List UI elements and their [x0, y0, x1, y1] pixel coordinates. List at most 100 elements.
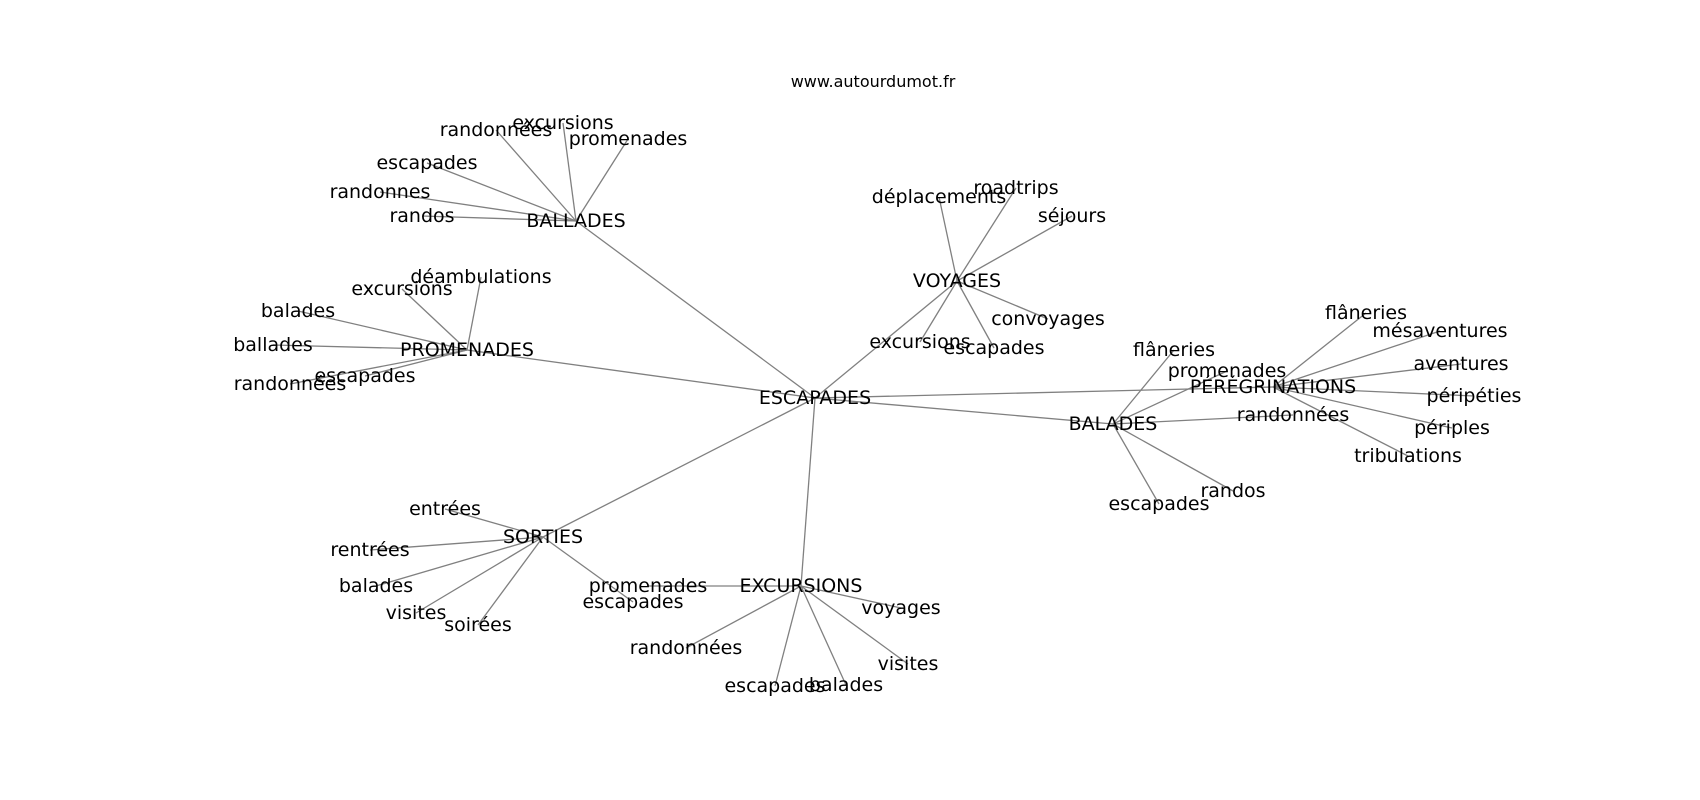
edge-voyages-vo-convoyages [956, 280, 1049, 320]
edge-promenades-pr-ballades [272, 344, 468, 351]
node-pe-flaneries: flâneries [1325, 302, 1407, 324]
node-so-visites: visites [386, 602, 447, 624]
node-promenades: PROMENADES [400, 339, 534, 361]
edge-excursions-ex-visites [800, 585, 909, 665]
node-pe-periples: périples [1414, 417, 1490, 439]
node-ex-escapades: escapades [724, 675, 825, 697]
edge-balades-ba-escapades [1112, 423, 1160, 505]
node-peregrinations: PÉRÉGRINATIONS [1190, 375, 1356, 398]
edge-promenades-pr-excursions [401, 288, 468, 351]
node-pr-randonnees: randonnées [234, 373, 347, 395]
node-ba-randos: randos [1200, 480, 1265, 502]
edge-escapades-promenades [466, 349, 816, 399]
edge-voyages-vo-excursions [919, 280, 958, 343]
node-escapades: ESCAPADES [759, 387, 871, 409]
edge-peregrinations-pe-aventures [1272, 363, 1462, 388]
node-ex-promenades: promenades [589, 575, 708, 597]
edge-excursions-ex-voyages [800, 585, 902, 609]
node-ba-flaneries: flâneries [1133, 339, 1215, 361]
edge-promenades-pr-escapades [364, 349, 468, 377]
edge-balades-ba-randonnees [1112, 414, 1294, 425]
edge-sorties-so-entrees [444, 508, 544, 538]
edge-excursions-ex-randonnees [685, 585, 802, 649]
edge-sorties-so-balades [375, 536, 544, 587]
node-bl-escapades: escapades [376, 152, 477, 174]
graph-nodes: ESCAPADES BALLADES PROMENADES VOYAGES PÉRÉGR… [233, 112, 1521, 697]
edge-ballades-bl-randos [421, 215, 577, 222]
edge-promenades-pr-deambulations [466, 276, 482, 351]
node-bl-excursions: excursions [512, 112, 613, 134]
node-so-entrees: entrées [409, 498, 481, 520]
edge-peregrinations-pe-flaneries [1272, 312, 1367, 388]
edge-ballades-bl-randonnes [379, 191, 577, 222]
node-so-balades: balades [339, 575, 413, 597]
edge-escapades-balades [814, 397, 1114, 425]
node-vo-escapades: escapades [943, 337, 1044, 359]
node-vo-sejours: séjours [1038, 205, 1106, 227]
node-sorties: SORTIES [503, 526, 583, 548]
node-vo-excursions: excursions [869, 331, 970, 353]
node-ex-voyages: voyages [861, 597, 940, 619]
node-pr-excursions: excursions [351, 278, 452, 300]
node-bl-promenades: promenades [569, 128, 688, 150]
site-url: www.autourdumot.fr [790, 72, 956, 91]
edge-voyages-vo-roadtrips [956, 187, 1017, 282]
node-so-soirees: soirées [444, 614, 511, 636]
node-pr-escapades: escapades [314, 365, 415, 387]
node-so-escapades: escapades [582, 591, 683, 613]
node-voyages: VOYAGES [913, 270, 1001, 292]
node-excursions: EXCURSIONS [740, 575, 863, 597]
node-ba-escapades: escapades [1108, 493, 1209, 515]
node-ballades: BALLADES [526, 210, 625, 232]
edge-peregrinations-pe-peripeties [1272, 386, 1475, 397]
node-pe-aventures: aventures [1413, 353, 1508, 375]
edge-peregrinations-pe-periples [1272, 386, 1453, 429]
edge-escapades-peregrinations [814, 386, 1274, 399]
node-ex-randonnees: randonnées [630, 637, 743, 659]
edge-voyages-vo-deplacements [938, 196, 958, 282]
node-vo-convoyages: convoyages [991, 308, 1105, 330]
edge-ballades-bl-promenades [575, 138, 629, 222]
edge-sorties-so-escapades [542, 536, 634, 603]
edge-escapades-sorties [542, 397, 816, 538]
node-ex-balades: balades [809, 674, 883, 696]
edge-ballades-bl-randonnees [495, 129, 577, 222]
node-pr-ballades: ballades [233, 334, 313, 356]
node-balades: BALADES [1069, 413, 1158, 435]
edge-balades-ba-flaneries [1112, 349, 1175, 425]
graph-edges [272, 122, 1475, 687]
edge-excursions-ex-escapades [774, 585, 802, 687]
edge-sorties-so-soirees [477, 536, 544, 626]
edge-voyages-vo-sejours [956, 215, 1073, 282]
node-pe-tribulations: tribulations [1354, 445, 1462, 467]
edge-excursions-ex-balades [800, 585, 847, 686]
node-vo-roadtrips: roadtrips [973, 177, 1058, 199]
node-pe-peripeties: péripéties [1427, 385, 1522, 407]
node-so-rentrees: rentrées [330, 539, 409, 561]
node-bl-randonnees: randonnées [440, 119, 553, 141]
node-bl-randos: randos [389, 205, 454, 227]
node-ba-promenades: promenades [1168, 360, 1287, 382]
node-vo-deplacements: déplacements [872, 186, 1006, 208]
edge-peregrinations-pe-tribulations [1272, 386, 1409, 457]
edge-ballades-bl-escapades [426, 162, 577, 222]
edge-ballades-bl-excursions [562, 122, 577, 222]
edge-sorties-so-rentrees [369, 536, 544, 551]
node-bl-randonnes: randonnes [330, 181, 431, 203]
edge-escapades-excursions [800, 397, 816, 587]
edge-peregrinations-pe-mesaventures [1272, 330, 1441, 388]
node-ba-randonnees: randonnées [1237, 404, 1350, 426]
edge-balades-ba-promenades [1112, 370, 1228, 425]
node-pr-balades: balades [261, 300, 335, 322]
edge-voyages-vo-escapades [956, 280, 995, 349]
edge-escapades-voyages [814, 280, 958, 399]
edge-promenades-pr-randonnees [289, 349, 468, 385]
node-ex-visites: visites [878, 653, 939, 675]
node-pr-deambulations: déambulations [410, 266, 551, 288]
edge-escapades-ballades [575, 220, 816, 399]
edge-balades-ba-randos [1112, 423, 1234, 492]
edge-sorties-so-visites [415, 536, 544, 614]
edge-promenades-pr-balades [297, 310, 468, 351]
node-pe-mesaventures: mésaventures [1372, 320, 1507, 342]
